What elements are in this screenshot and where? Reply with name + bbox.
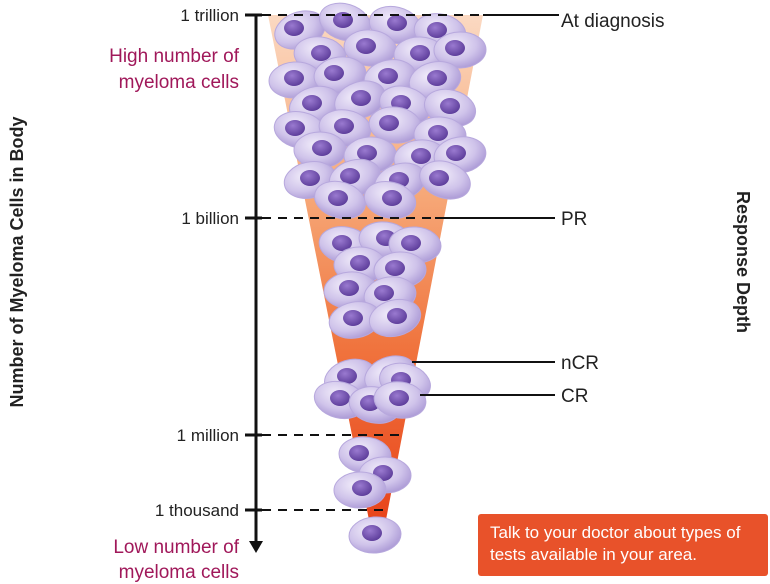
marker-label-cr: CR: [561, 386, 588, 407]
tick-label-1-thousand: 1 thousand: [155, 501, 239, 520]
axis-arrow-down-icon: [249, 541, 263, 553]
tick-label-1-billion: 1 billion: [181, 209, 239, 228]
marker-label-pr: PR: [561, 209, 587, 230]
right-axis-title: Response Depth: [733, 191, 753, 333]
myeloma-cell: [334, 472, 387, 509]
doctor-advice-note: Talk to your doctor about types of tests…: [478, 514, 768, 576]
note-line-2: tests available in your area.: [490, 544, 758, 566]
left-axis-title: Number of Myeloma Cells in Body: [7, 116, 27, 407]
tick-label-1-trillion: 1 trillion: [180, 6, 239, 25]
tick-label-1-million: 1 million: [177, 426, 239, 445]
myeloma-cell: [348, 515, 402, 555]
high-count-note-line-1: High number of: [109, 46, 240, 67]
low-count-note-line-1: Low number of: [113, 537, 239, 558]
high-count-note-line-2: myeloma cells: [119, 72, 239, 93]
marker-label-ncr: nCR: [561, 353, 599, 374]
low-count-note-line-2: myeloma cells: [119, 562, 239, 583]
marker-label-at-diagnosis: At diagnosis: [561, 11, 665, 32]
note-line-1: Talk to your doctor about types of: [490, 522, 758, 544]
myeloma-cell-cluster: [268, 0, 489, 555]
